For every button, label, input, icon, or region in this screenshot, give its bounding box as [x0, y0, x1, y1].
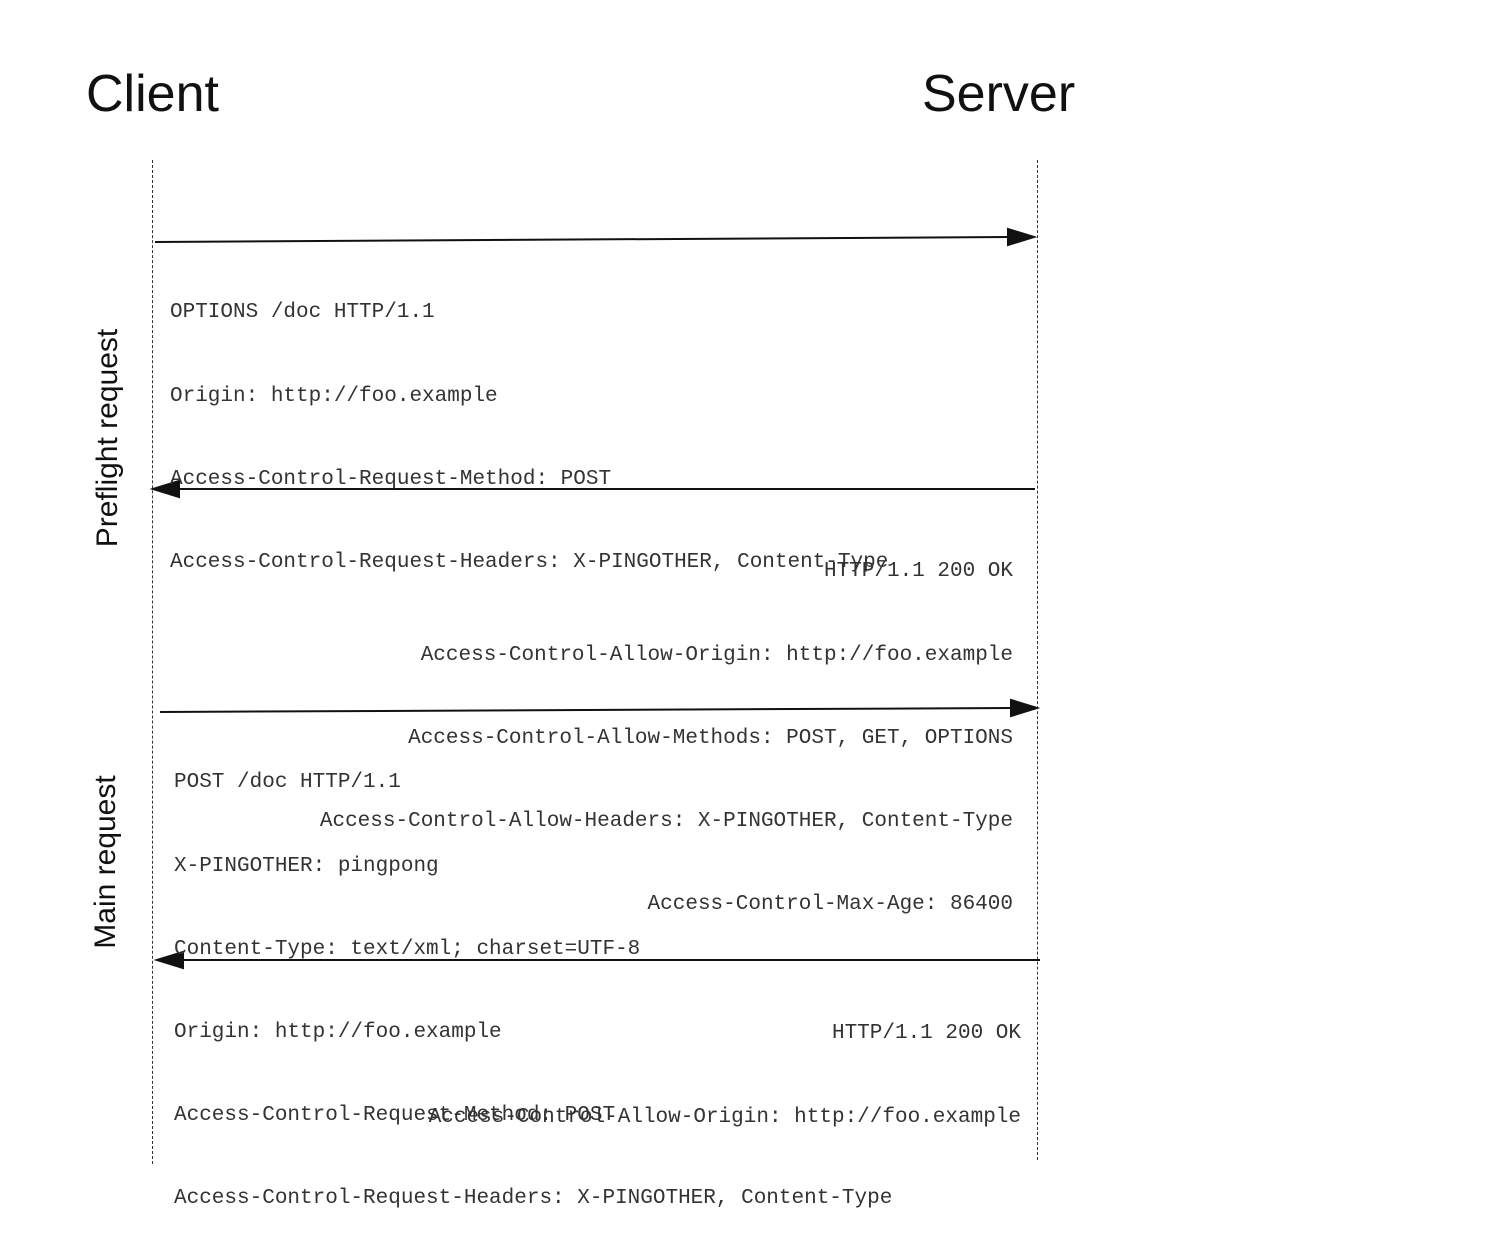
preflight-response-message: HTTP/1.1 200 OK Access-Control-Allow-Ori…	[320, 503, 1013, 946]
message-line: Access-Control-Request-Method: POST	[174, 1103, 616, 1127]
server-lifeline	[1037, 160, 1038, 1160]
message-line: Origin: http://foo.example	[174, 1020, 502, 1044]
client-actor-title: Client	[86, 65, 219, 123]
message-line: OPTIONS /doc HTTP/1.1	[170, 301, 435, 325]
message-line: Access-Control-Allow-Origin: http://foo.…	[428, 1105, 1021, 1129]
message-line: Access-Control-Allow-Origin: http://foo.…	[420, 643, 1013, 667]
message-arrows	[149, 227, 1041, 970]
preflight-request-message: OPTIONS /doc HTTP/1.1 Origin: http://foo…	[170, 244, 888, 604]
message-line: X-PINGOTHER: pingpong	[174, 854, 439, 878]
message-line: HTTP/1.1 200 OK	[831, 1022, 1021, 1046]
main-response-arrow	[153, 950, 1040, 970]
message-line: Origin: http://foo.example	[170, 384, 498, 408]
message-line: Content-Type: text/xml; charset=UTF-8	[174, 937, 641, 961]
message-line: HTTP/1.1 200 OK	[823, 560, 1013, 584]
main-response-message: HTTP/1.1 200 OK Access-Control-Allow-Ori…	[429, 965, 1021, 1159]
message-line: Access-Control-Request-Method: POST	[170, 467, 612, 491]
message-line: Access-Control-Max-Age: 86400	[647, 892, 1013, 916]
preflight-response-arrow	[149, 479, 1035, 499]
message-line: Access-Control-Allow-Headers: X-PINGOTHE…	[319, 809, 1013, 833]
message-line: Access-Control-Request-Headers: X-PINGOT…	[170, 550, 889, 574]
client-lifeline	[152, 160, 153, 1164]
preflight-request-arrow	[154, 227, 1038, 247]
message-line: Access-Control-Request-Headers: X-PINGOT…	[174, 1186, 893, 1210]
main-request-arrow	[159, 698, 1041, 718]
message-line: POST /doc HTTP/1.1	[174, 771, 401, 795]
message-line: Access-Control-Allow-Methods: POST, GET,…	[408, 726, 1013, 750]
server-actor-title: Server	[922, 65, 1076, 123]
